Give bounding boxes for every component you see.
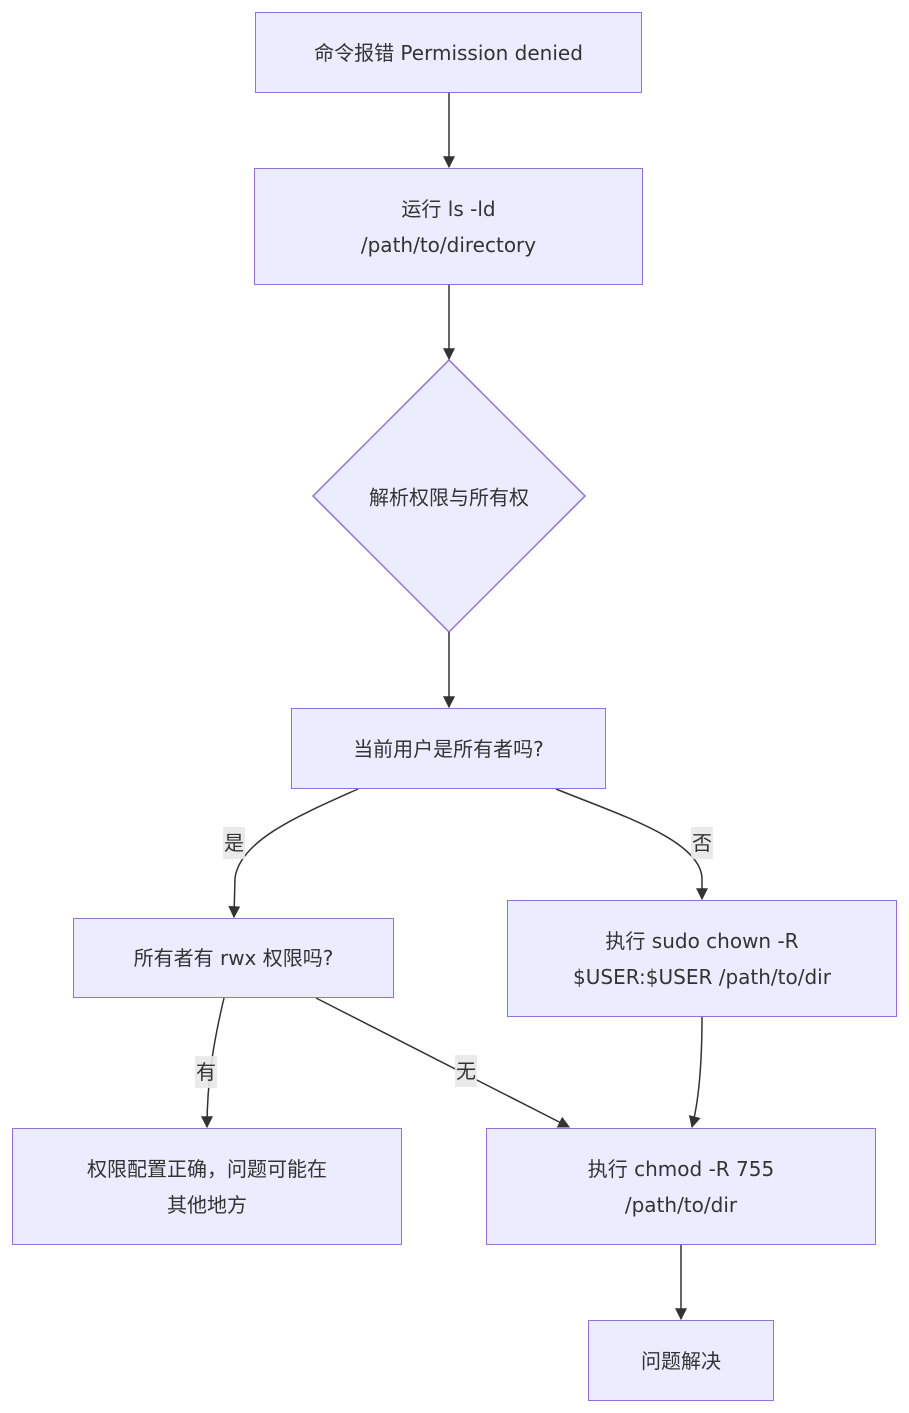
edge-owner-yes [228,788,359,919]
node-analyze-label: 解析权限与所有权 [369,485,529,510]
node-run-ls-label: 运行 ls -ld /path/to/directory [360,196,537,257]
edge-label-has: 有 [195,1056,217,1088]
node-owner-rwx: 所有者有 rwx 权限吗? [73,918,394,998]
node-is-owner-label: 当前用户是所有者吗? [353,736,544,761]
node-solved: 问题解决 [588,1320,774,1401]
node-chmod: 执行 chmod -R 755 /path/to/dir [486,1128,876,1245]
edge-rwx-none [315,997,571,1128]
node-chown: 执行 sudo chown -R $USER:$USER /path/to/di… [507,900,897,1017]
node-chmod-label: 执行 chmod -R 755 /path/to/dir [587,1156,775,1217]
edge-label-no: 否 [691,827,713,859]
node-chown-label: 执行 sudo chown -R $USER:$USER /path/to/di… [573,928,831,989]
node-is-owner: 当前用户是所有者吗? [291,708,606,789]
node-owner-rwx-label: 所有者有 rwx 权限吗? [133,946,334,970]
edge-owner-no [555,788,708,901]
node-run-ls: 运行 ls -ld /path/to/directory [254,168,643,285]
node-correct: 权限配置正确，问题可能在 其他地方 [12,1128,402,1245]
edge-label-none: 无 [455,1055,477,1087]
edge-chown-to-chmod [688,1016,703,1129]
node-correct-label: 权限配置正确，问题可能在 其他地方 [87,1156,327,1217]
node-error: 命令报错 Permission denied [255,12,642,93]
node-solved-label: 问题解决 [641,1348,721,1373]
edge-label-yes: 是 [223,827,245,859]
node-error-label: 命令报错 Permission denied [314,40,583,65]
